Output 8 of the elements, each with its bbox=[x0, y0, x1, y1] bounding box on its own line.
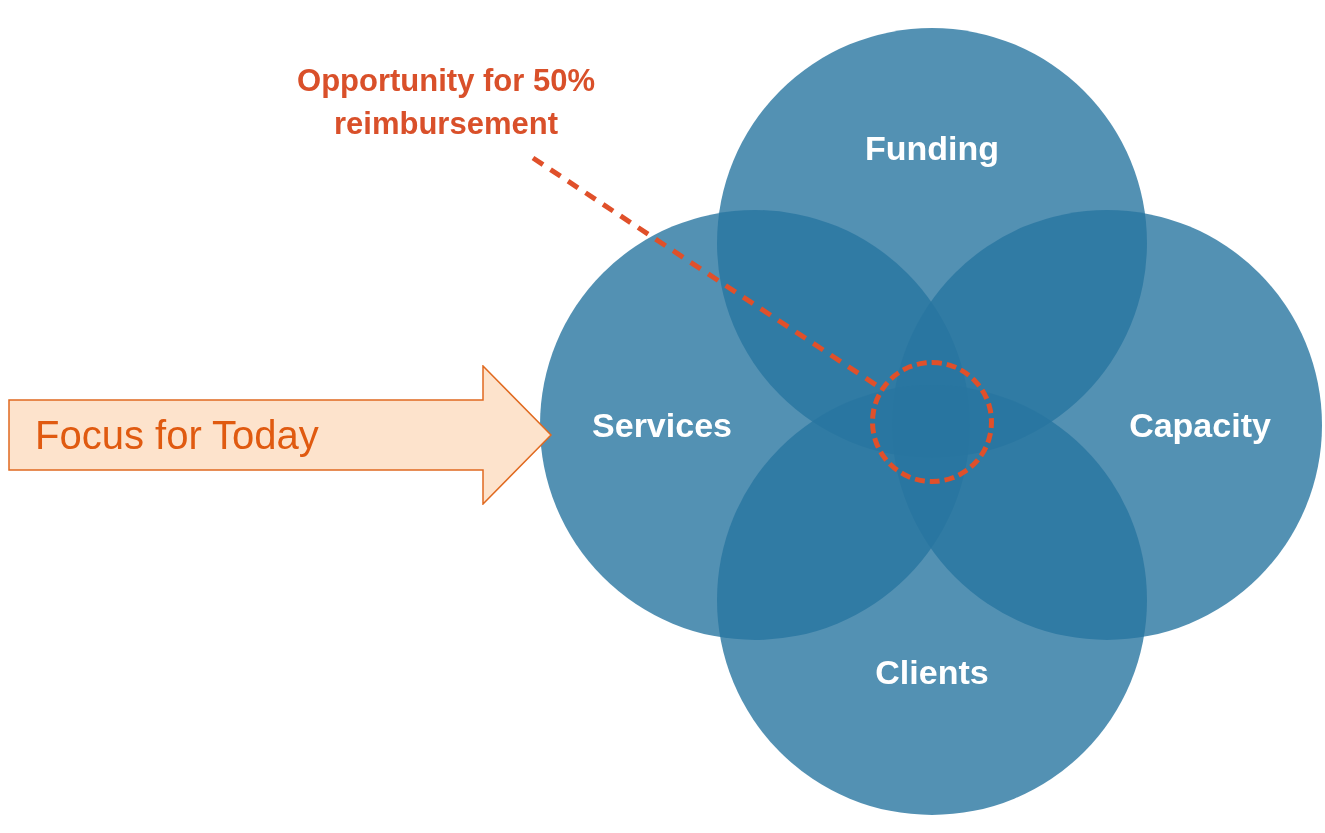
circle-label: Capacity bbox=[1129, 405, 1271, 445]
circle-label: Funding bbox=[864, 128, 1000, 168]
block-arrow bbox=[8, 365, 553, 505]
callout-text: Opportunity for 50% reimbursement bbox=[250, 60, 642, 146]
arrow-label: Focus for Today bbox=[35, 413, 319, 457]
dashed-circle bbox=[870, 360, 994, 484]
circle-label: Clients bbox=[875, 652, 989, 692]
circle-label: Services bbox=[592, 405, 732, 445]
